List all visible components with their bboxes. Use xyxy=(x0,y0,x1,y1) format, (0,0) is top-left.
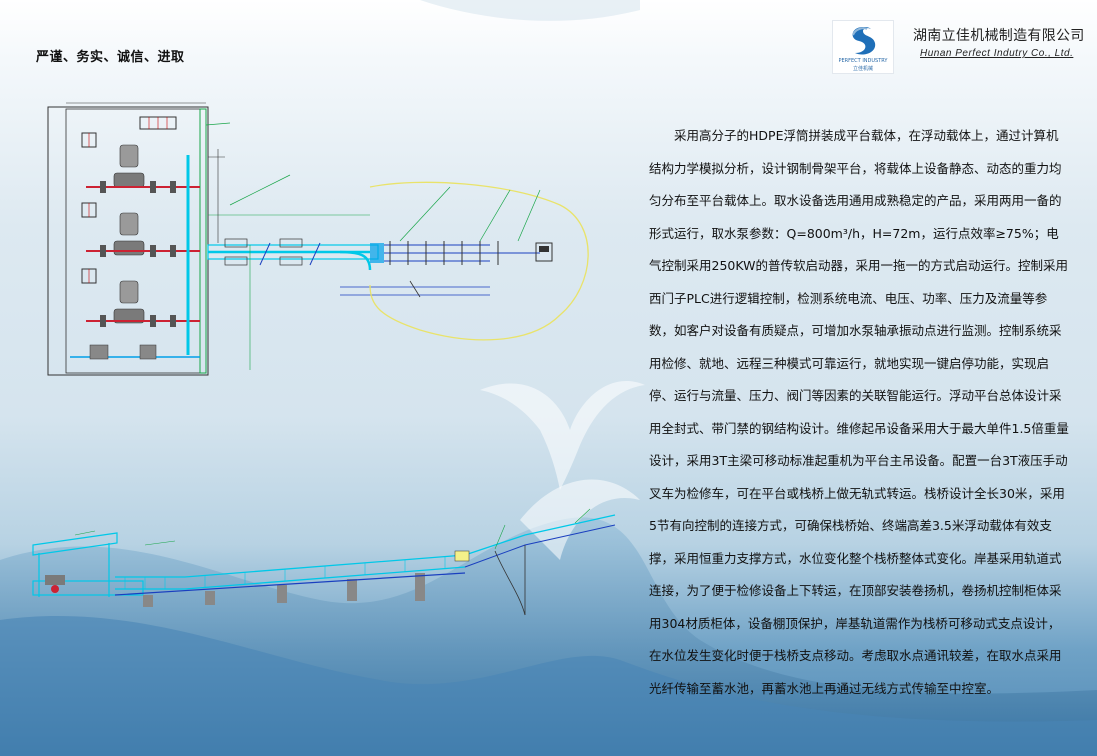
elevation-view-drawing xyxy=(32,508,616,616)
logo-text-en: PERFECT INDUSTRY xyxy=(838,58,888,64)
seagull-image xyxy=(480,381,645,490)
slogan: 严谨、务实、诚信、进取 xyxy=(36,50,185,65)
company-name-en: Hunan Perfect Indutry Co., Ltd. xyxy=(920,48,1074,59)
pump-row-3 xyxy=(86,280,200,327)
pump-row-2 xyxy=(86,212,200,257)
company-logo: PERFECT INDUSTRY 立佳机械 xyxy=(832,20,894,74)
plan-view-drawing xyxy=(47,102,589,376)
pump-row-1 xyxy=(86,144,200,193)
logo-text-cn: 立佳机械 xyxy=(852,66,873,72)
logo-swirl-icon xyxy=(852,27,876,55)
project-description: 采用高分子的HDPE浮筒拼装成平台载体，在浮动载体上，通过计算机结构力学模拟分析… xyxy=(649,128,1069,696)
company-name-cn: 湖南立佳机械制造有限公司 xyxy=(913,28,1085,44)
